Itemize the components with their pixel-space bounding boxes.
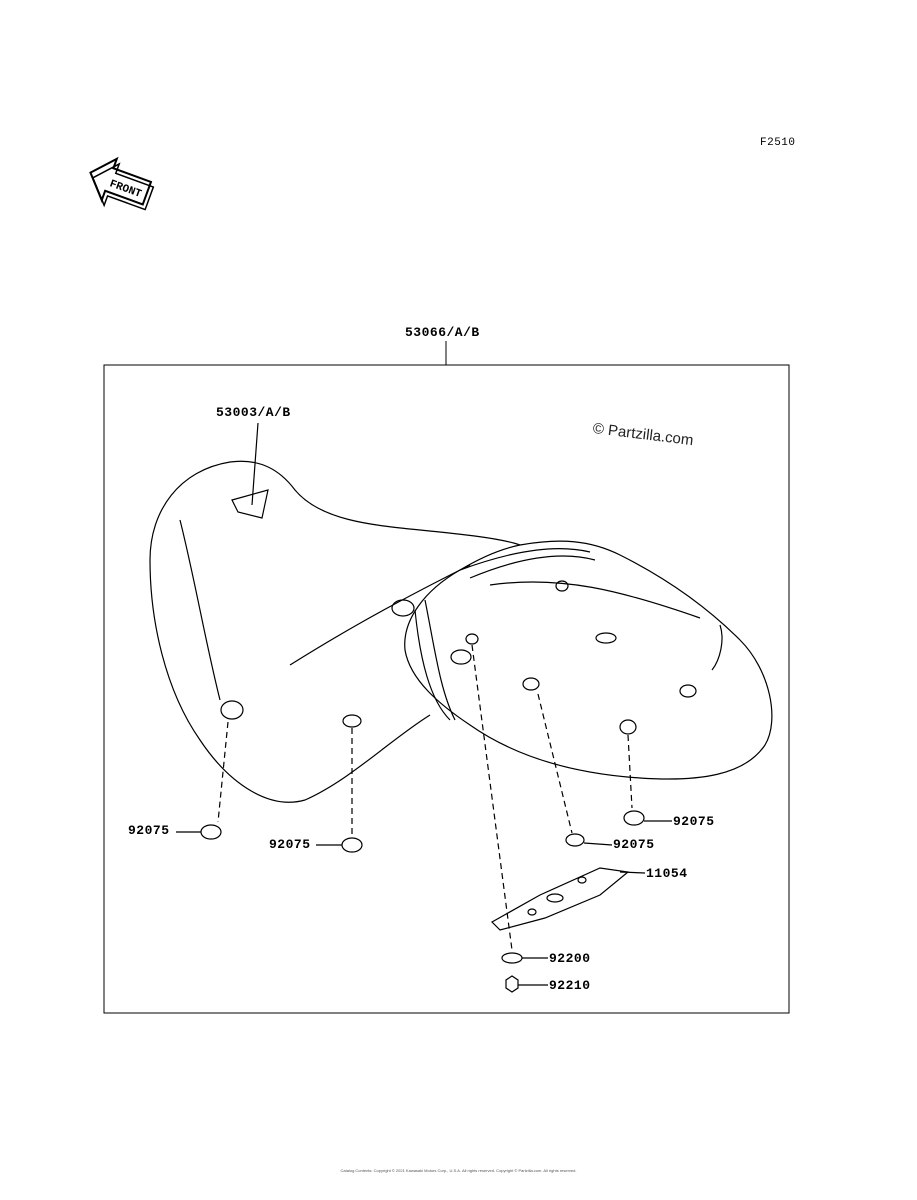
figure-code: F2510 (760, 137, 796, 149)
washer-label[interactable]: 92200 (549, 951, 591, 966)
damper-3-label[interactable]: 92075 (613, 837, 655, 852)
copyright-text: Catalog Contents: Copyright © 2021 Kawas… (340, 1168, 577, 1173)
bracket-label[interactable]: 11054 (646, 866, 688, 881)
cover-part-label[interactable]: 53003/A/B (216, 405, 291, 420)
front-arrow-icon: FRONT (89, 156, 155, 211)
damper-1-label[interactable]: 92075 (128, 823, 170, 838)
damper-2-label[interactable]: 92075 (269, 837, 311, 852)
nut-label[interactable]: 92210 (549, 978, 591, 993)
damper-4-label[interactable]: 92075 (673, 814, 715, 829)
assembly-part-label[interactable]: 53066/A/B (405, 325, 480, 340)
assembly-frame (103, 364, 790, 1014)
seat-drawing (149, 422, 773, 993)
